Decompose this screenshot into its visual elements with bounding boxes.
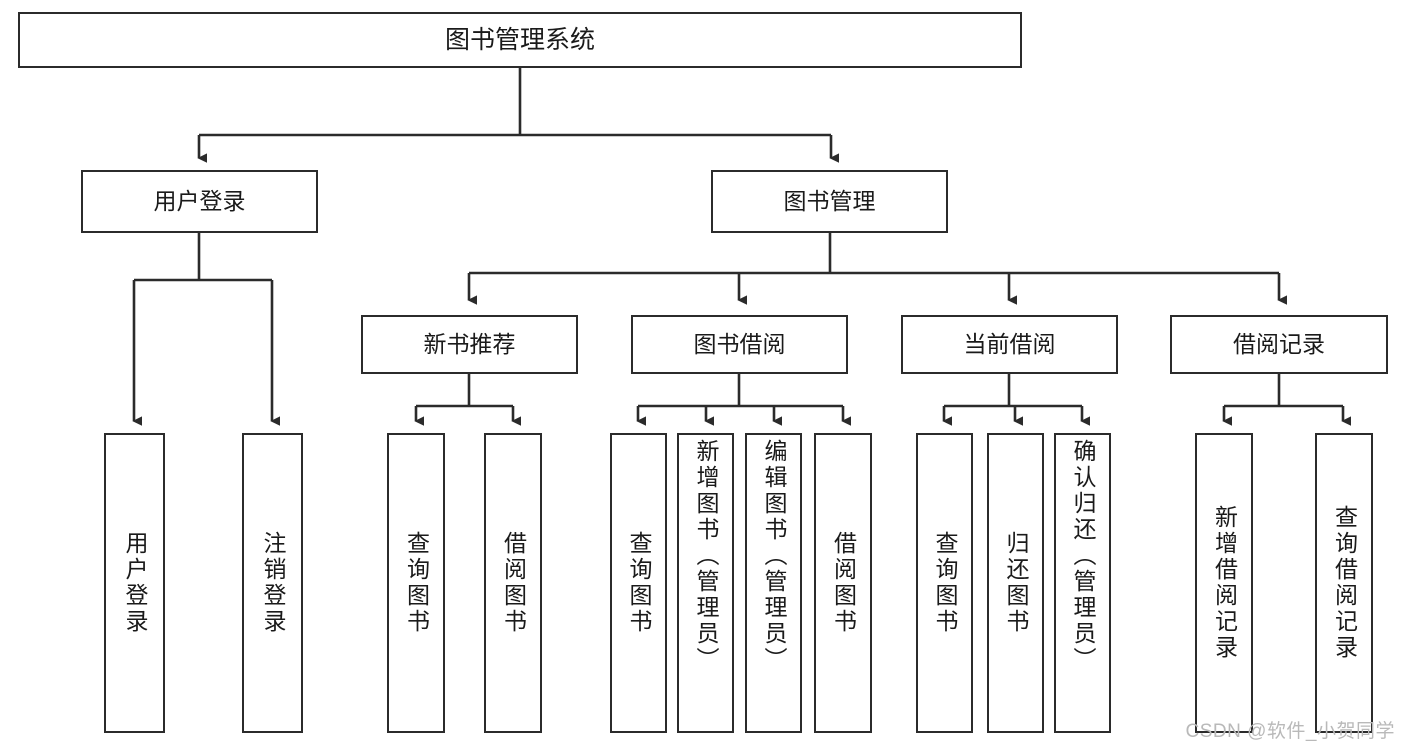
node-current-borrow[interactable]: 当前借阅 xyxy=(901,315,1118,374)
node-user-login-label: 用户登录 xyxy=(153,188,246,215)
node-leaf-edit-book-label: 编辑图书（管理员） xyxy=(761,439,787,673)
node-leaf-query-record-label: 查询借阅记录 xyxy=(1331,505,1358,661)
node-leaf-edit-book[interactable]: 编辑图书（管理员） xyxy=(745,433,802,733)
node-leaf-borrow-book-1-label: 借阅图书 xyxy=(500,531,527,635)
node-leaf-query-book-3-label: 查询图书 xyxy=(932,531,958,635)
node-book-borrow-label: 图书借阅 xyxy=(693,331,786,358)
node-leaf-add-book[interactable]: 新增图书（管理员） xyxy=(677,433,734,733)
node-book-manage-label: 图书管理 xyxy=(783,188,876,215)
node-book-manage[interactable]: 图书管理 xyxy=(711,170,948,233)
node-leaf-query-book-2[interactable]: 查询图书 xyxy=(610,433,667,733)
node-leaf-confirm-return-label: 确认归还（管理员） xyxy=(1070,439,1096,673)
node-book-borrow[interactable]: 图书借阅 xyxy=(631,315,848,374)
node-user-login[interactable]: 用户登录 xyxy=(81,170,318,233)
node-leaf-user-logout[interactable]: 注销登录 xyxy=(242,433,303,733)
node-current-borrow-label: 当前借阅 xyxy=(963,331,1056,358)
node-leaf-user-login[interactable]: 用户登录 xyxy=(104,433,165,733)
node-leaf-user-login-label: 用户登录 xyxy=(122,531,148,635)
node-leaf-query-book-3[interactable]: 查询图书 xyxy=(916,433,973,733)
node-leaf-return-book[interactable]: 归还图书 xyxy=(987,433,1044,733)
node-root[interactable]: 图书管理系统 xyxy=(18,12,1022,68)
node-leaf-query-record[interactable]: 查询借阅记录 xyxy=(1315,433,1373,733)
node-leaf-user-logout-label: 注销登录 xyxy=(260,531,286,635)
node-leaf-add-record-label: 新增借阅记录 xyxy=(1211,505,1238,661)
node-borrow-record[interactable]: 借阅记录 xyxy=(1170,315,1388,374)
node-leaf-query-book-2-label: 查询图书 xyxy=(626,531,652,635)
node-leaf-add-record[interactable]: 新增借阅记录 xyxy=(1195,433,1253,733)
node-leaf-confirm-return[interactable]: 确认归还（管理员） xyxy=(1054,433,1111,733)
node-new-book-rec[interactable]: 新书推荐 xyxy=(361,315,578,374)
node-leaf-borrow-book-1[interactable]: 借阅图书 xyxy=(484,433,542,733)
node-new-book-rec-label: 新书推荐 xyxy=(423,331,516,358)
node-leaf-borrow-book-2-label: 借阅图书 xyxy=(830,531,857,635)
node-borrow-record-label: 借阅记录 xyxy=(1233,331,1325,358)
node-leaf-query-book-1-label: 查询图书 xyxy=(403,531,430,635)
node-leaf-add-book-label: 新增图书（管理员） xyxy=(693,439,719,673)
csdn-watermark: CSDN @软件_小贺同学 xyxy=(1185,721,1395,742)
node-root-label: 图书管理系统 xyxy=(444,25,595,54)
node-leaf-query-book-1[interactable]: 查询图书 xyxy=(387,433,445,733)
node-leaf-return-book-label: 归还图书 xyxy=(1003,531,1029,635)
node-leaf-borrow-book-2[interactable]: 借阅图书 xyxy=(814,433,872,733)
